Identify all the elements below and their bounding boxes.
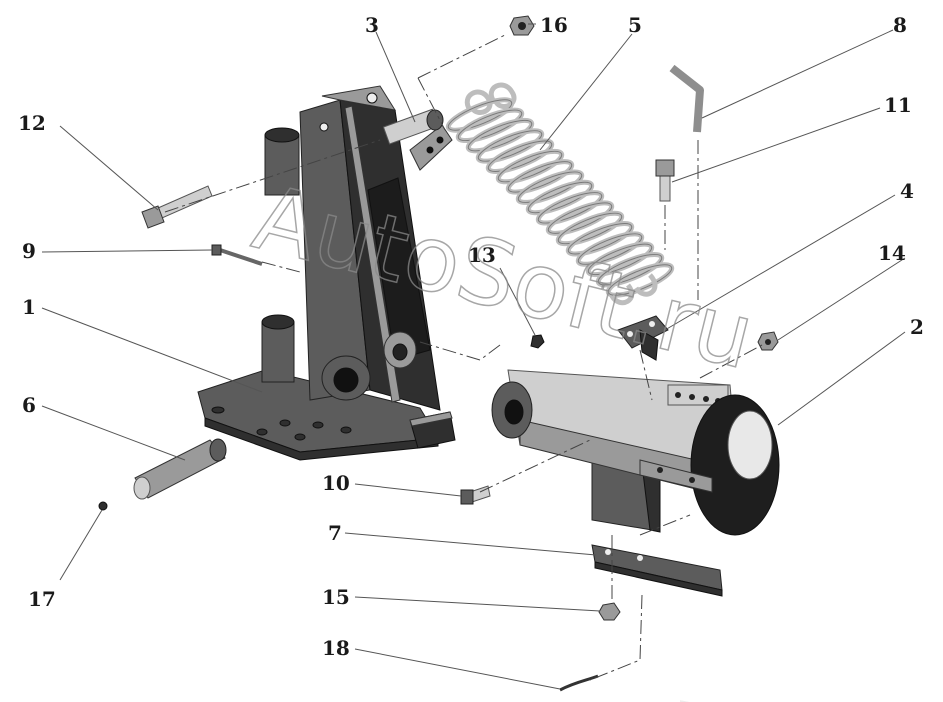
callout-5: 5 [628,13,642,37]
part-6-axle-pin [133,438,227,500]
spring-coil [517,171,583,203]
callout-17: 17 [28,587,56,611]
callout-3: 3 [365,13,379,37]
spring-coil [447,99,513,131]
part-10-bolt [460,485,491,505]
callout-16: 16 [540,13,568,37]
callout-13: 13 [468,243,496,267]
callout-labels: 3 16 5 8 11 12 4 9 13 14 1 2 6 10 7 17 1… [18,13,924,660]
spring-coil [587,243,653,276]
spring-coil [467,119,533,152]
spring-coil [457,109,523,142]
leader-lines [41,23,906,690]
assembly-axes [164,34,763,681]
part-8-bent-rod [669,64,704,133]
callout-6: 6 [22,393,36,417]
callout-11: 11 [884,93,912,117]
callout-7: 7 [328,521,342,545]
part-1-bracket [197,85,456,461]
spring-coil [507,161,573,193]
spring-coil [537,192,603,224]
callout-4: 4 [900,179,914,203]
callout-12: 12 [18,111,46,135]
callout-14: 14 [878,241,906,265]
part-16-nut [509,15,535,36]
spring-coil [567,223,633,255]
spring-coil [557,212,623,245]
callout-15: 15 [322,585,350,609]
callout-18: 18 [322,636,350,660]
callout-8: 8 [893,13,907,37]
callout-9: 9 [22,239,36,263]
spring-coil [607,264,673,296]
spring-coil [577,233,643,265]
part-14-nut [757,331,779,351]
spring-coil [597,253,663,286]
callout-10: 10 [322,471,350,495]
part-12-long-bolt [141,185,213,229]
part-13-nut [530,334,545,349]
spring-coil [487,140,553,172]
part-2-tube-housing [491,369,780,536]
callout-1: 1 [22,295,36,319]
spring-coil [477,130,543,162]
part-15-nut [598,602,621,621]
part-18-cotter-pin [559,674,599,692]
spring-coil [497,150,563,183]
part-3-pivot-pin [382,108,453,171]
part-7-plate [591,544,723,702]
spring-coil [547,202,613,234]
part-4-clevis [617,315,669,361]
part-11-bolt [655,159,675,202]
callout-2: 2 [910,315,924,339]
part-17-nut [98,501,108,511]
part-5-tension-spring [445,82,675,306]
spring-coil [527,181,593,214]
